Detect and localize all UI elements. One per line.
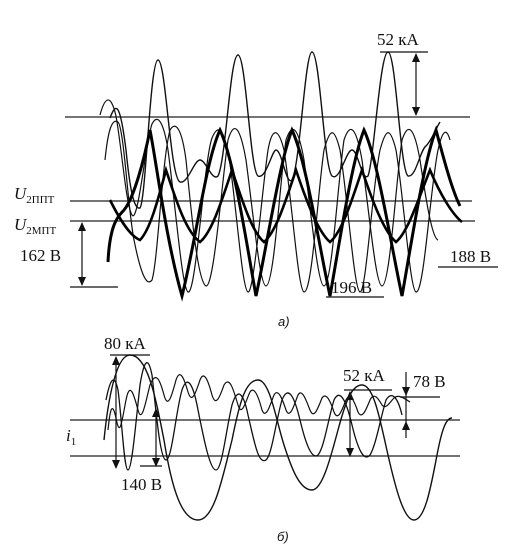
panel-a-label-188V: 188 В xyxy=(450,247,491,266)
panel-a-current-wave xyxy=(109,51,441,209)
panel-a-u2ppt-thick-wave xyxy=(108,165,463,244)
panel-a-label-162V: 162 В xyxy=(20,246,61,265)
panel-b-label-80kA: 80 кА xyxy=(104,334,147,353)
panel-b: 80 кА 140 В 52 кА 78 В i1 б) xyxy=(66,334,460,544)
panel-b-140V-arrowhead-top xyxy=(152,408,160,417)
panel-b-52kA-arrowhead-bottom xyxy=(346,448,354,457)
panel-b-label-140V: 140 В xyxy=(121,475,162,494)
panel-b-large-wave xyxy=(103,354,453,521)
panel-a-voltage-wave-thin-2 xyxy=(104,120,439,287)
panel-a-voltage-wave-thin-1 xyxy=(99,99,451,293)
panel-b-52kA-arrowhead-top xyxy=(346,391,354,400)
panel-a-162V-arrowhead-top xyxy=(78,222,86,231)
panel-a-162V-arrowhead-bottom xyxy=(78,277,86,286)
panel-a-label-u2mpt: U2МПТ xyxy=(14,215,57,237)
panel-a-52kA-arrowhead-top xyxy=(412,53,420,62)
panel-a-label-52kA: 52 кА xyxy=(377,30,420,49)
panel-b-label-52kA: 52 кА xyxy=(343,366,386,385)
panel-a-label-196V: 196 В xyxy=(331,278,372,297)
panel-b-78V-arrowhead-bottom xyxy=(402,421,410,430)
panel-b-80kA-arrowhead-top xyxy=(112,356,120,365)
panel-b-140V-arrowhead-bottom xyxy=(152,458,160,467)
panel-b-label-78V: 78 В xyxy=(413,372,446,391)
panel-b-caption: б) xyxy=(277,529,289,544)
panel-b-label-i1: i1 xyxy=(66,426,76,448)
panel-b-80kA-arrowhead-bottom xyxy=(112,460,120,469)
panel-a-label-u2ppt: U2ППТ xyxy=(14,184,55,206)
panel-b-ripple-wave xyxy=(107,374,411,431)
panel-a-caption: а) xyxy=(278,314,290,329)
panel-a-52kA-arrowhead-bottom xyxy=(412,107,420,116)
panel-a: 52 кА 162 В U2ППТ U2МПТ 196 В 188 В а) xyxy=(14,30,498,329)
panel-b-medium-wave xyxy=(105,362,403,471)
panel-b-78V-arrowhead-top xyxy=(402,387,410,396)
panel-a-u2mpt-thick-wave xyxy=(106,125,462,302)
